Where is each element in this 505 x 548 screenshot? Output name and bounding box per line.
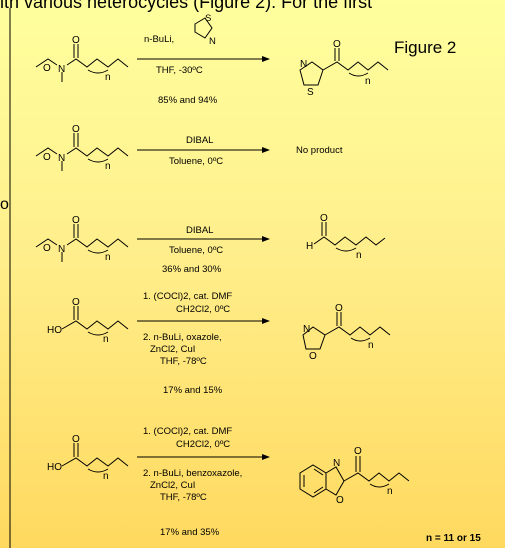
r4-condition-below-1: ZnCl2, CuI [150,344,195,355]
r4-product-o-carbonyl: O [335,303,343,314]
r1-atom-o-carbonyl: O [72,35,80,46]
r3-product-o: O [320,213,328,224]
r1-atom-n: N [58,64,65,75]
r4-condition-above-1: CH2Cl2, 0ºC [176,304,230,315]
r5-product-benzoxazolyl-ketone: N O O n [299,446,410,506]
r2-arrowhead [262,147,270,153]
r1-atom-o-methoxy: O [43,63,51,74]
r5-condition-above-1: CH2Cl2, 0ºC [176,439,230,450]
r2-atom-o-methoxy: O [43,152,51,163]
r1-product-subscript-n: n [365,76,371,87]
r1-condition-above-0: n-BuLi, [144,34,174,45]
r5-yield: 17% and 35% [160,527,220,538]
r1-product-thiazolyl-ketone: N S O n [299,39,389,98]
r5-product-n: N [333,458,340,469]
r5-condition-below-1: ZnCl2, CuI [150,480,195,491]
r2-atom-o-carbonyl: O [72,124,80,135]
figure-label: Figure 2 [394,38,456,57]
r3-atom-n: N [58,244,65,255]
r2-no-product: No product [296,145,343,156]
r5-product-subscript-n: n [387,486,393,497]
r5-atom-o-carbonyl: O [72,434,80,445]
r3-condition-above-0: DIBAL [186,225,213,236]
r3-product-aldehyde: H O n [306,213,386,261]
r4-yield: 17% and 15% [163,385,223,396]
r4-arrowhead [262,318,270,324]
r4-condition-below-2: THF, -78ºC [160,356,207,367]
r5-arrowhead [262,454,270,460]
r4-product-o-ring: O [309,351,317,362]
r1-arrowhead [262,56,270,62]
r1-yield: 85% and 94% [158,95,218,106]
r5-product-o-carbonyl: O [354,446,362,457]
r1-subscript-n: n [105,72,111,83]
r2-reactant-weinreb-amide: O N O n [35,124,129,172]
r3-product-h: H [306,241,313,252]
r5-condition-below-0: 2. n-BuLi, benzoxazole, [143,468,242,479]
r1-thiazole-n: N [209,36,216,47]
r2-condition-below-0: Toluene, 0ºC [169,156,223,167]
r3-product-subscript-n: n [356,250,362,261]
r1-thiazole-s: S [205,13,211,24]
r4-atom-ho: HO [47,325,62,336]
r3-yield: 36% and 30% [162,264,222,275]
r2-atom-n: N [58,153,65,164]
r5-subscript-n: n [103,471,109,482]
r5-condition-below-2: THF, -78ºC [160,492,207,503]
r1-product-n: N [300,59,307,70]
r2-condition-above-0: DIBAL [186,135,213,146]
r5-atom-ho: HO [47,462,62,473]
r3-condition-below-0: Toluene, 0ºC [169,245,223,256]
r1-condition-below-0: THF, -30ºC [156,65,203,76]
r1-product-s: S [307,87,314,98]
r4-product-n: N [303,324,310,335]
r1-product-o: O [333,39,341,50]
r4-condition-above-0: 1. (COCl)2, cat. DMF [143,291,232,302]
r4-atom-o-carbonyl: O [72,297,80,308]
r1-reagent-thiazole: S N [194,13,216,47]
r4-reactant-carboxylic-acid: HO O n [47,297,129,345]
r4-subscript-n: n [103,334,109,345]
footnote-n: n = 11 or 15 [426,533,481,544]
r5-product-o-ring: O [336,495,344,506]
r5-reactant-carboxylic-acid: HO O n [47,434,129,482]
r4-product-subscript-n: n [368,340,374,351]
header-text: ith various heterocycles (Figure 2). For… [0,0,373,12]
r3-atom-o-methoxy: O [43,243,51,254]
r4-condition-below-0: 2. n-BuLi, oxazole, [143,332,222,343]
r3-atom-o-carbonyl: O [72,215,80,226]
r3-subscript-n: n [105,252,111,263]
r3-reactant-weinreb-amide: O N O n [35,215,129,263]
r4-product-oxazolyl-ketone: N O O n [302,303,391,362]
r2-subscript-n: n [105,161,111,172]
r5-condition-above-0: 1. (COCl)2, cat. DMF [143,426,232,437]
r3-arrowhead [262,236,270,242]
side-text: o [0,196,9,213]
r1-reactant-weinreb-amide: O N O n [35,35,129,83]
